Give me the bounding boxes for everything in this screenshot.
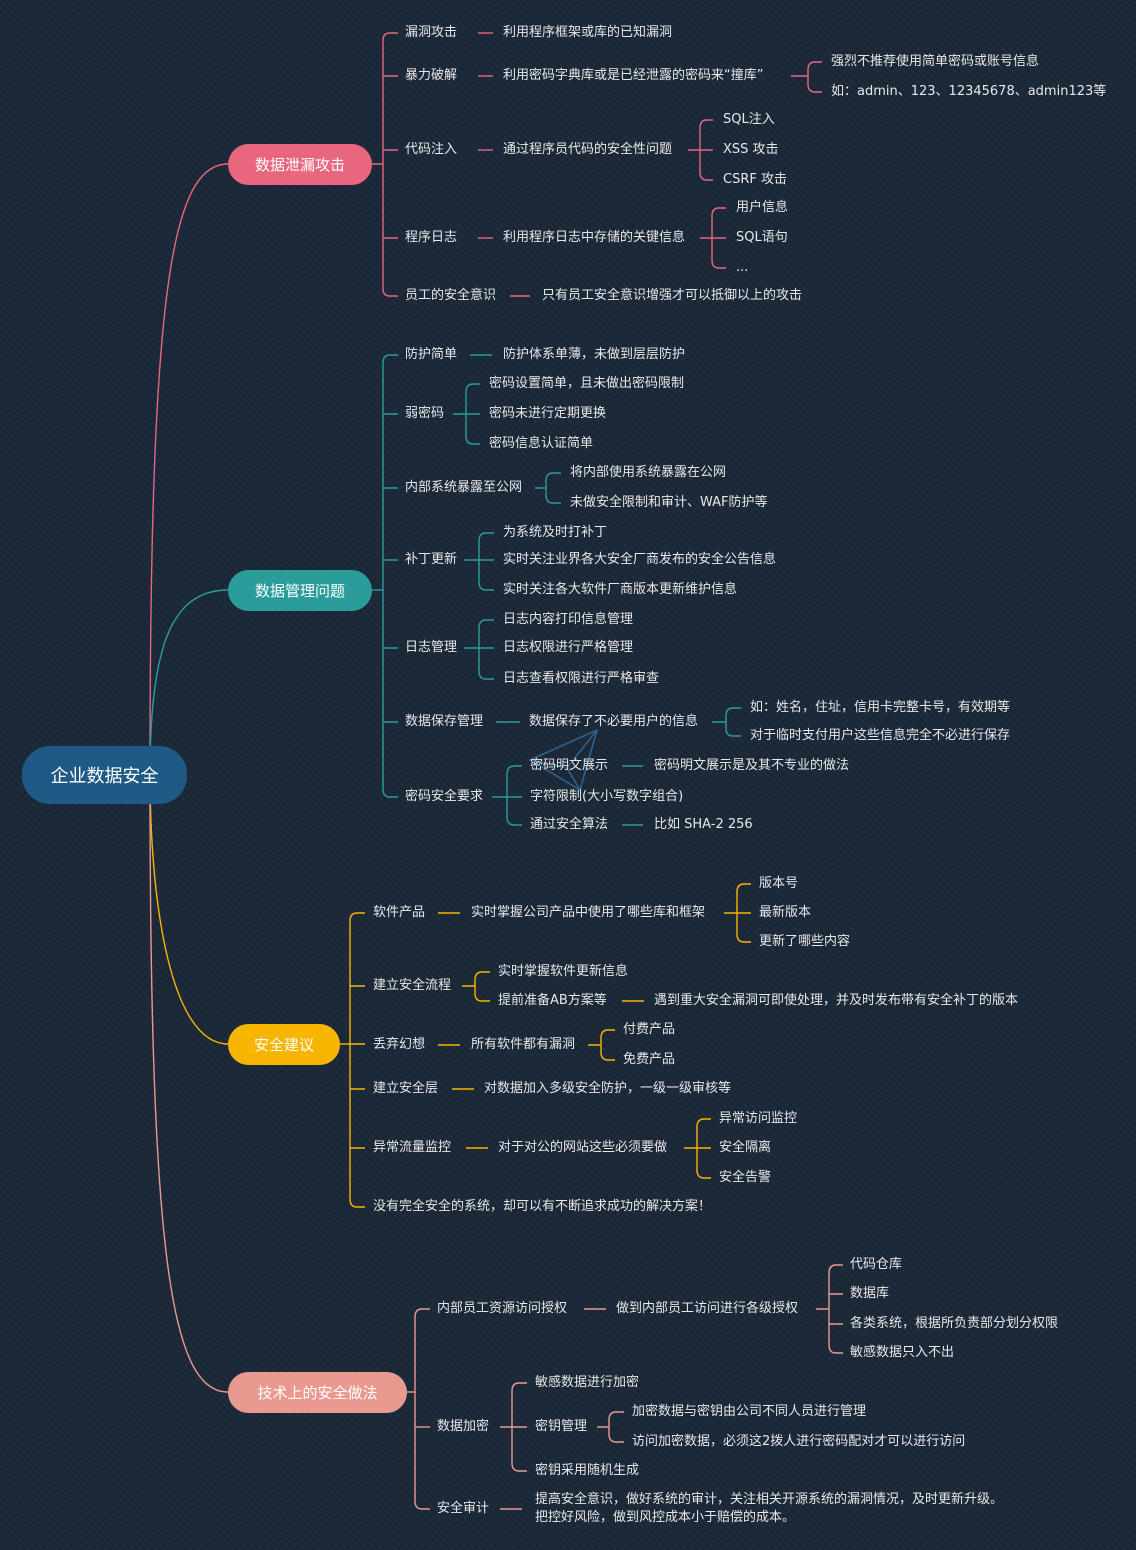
node-advice-note[interactable]: 没有完全安全的系统，却可以有不断追求成功的解决方案！ (373, 1199, 712, 1214)
connector-root-b1 (149, 163, 229, 776)
node-exposed-2[interactable]: 未做安全限制和审计、WAF防护等 (570, 495, 768, 510)
node-brute-detail[interactable]: 利用密码字典库或是已经泄露的密码来“撞库” (503, 68, 764, 83)
node-layer-detail[interactable]: 对数据加入多级安全防护，一级一级审核等 (484, 1081, 732, 1096)
node-weak-2[interactable]: 密码未进行定期更换 (489, 406, 607, 421)
node-soft-changes[interactable]: 更新了哪些内容 (759, 934, 851, 949)
node-save-2[interactable]: 对于临时支付用户这些信息完全不必进行保存 (750, 728, 1011, 743)
node-software-product[interactable]: 软件产品 (373, 905, 426, 920)
node-enc-random-key[interactable]: 密钥采用随机生成 (535, 1463, 640, 1478)
node-drop-illusion[interactable]: 丢弃幻想 (373, 1037, 426, 1052)
node-inject-csrf[interactable]: CSRF 攻击 (723, 172, 787, 187)
node-exposed-system[interactable]: 内部系统暴露至公网 (405, 480, 523, 495)
node-logm-2[interactable]: 日志权限进行严格管理 (503, 640, 634, 655)
branch-data-management[interactable]: 数据管理问题 (228, 570, 372, 611)
node-auth-sensitive[interactable]: 敏感数据只入不出 (850, 1345, 955, 1360)
node-auth-database[interactable]: 数据库 (850, 1286, 890, 1301)
node-traffic-2[interactable]: 安全隔离 (719, 1140, 772, 1155)
node-save-detail[interactable]: 数据保存了不必要用户的信息 (529, 714, 699, 729)
node-program-log[interactable]: 程序日志 (405, 230, 458, 245)
node-security-flow[interactable]: 建立安全流程 (373, 978, 452, 993)
connector-root-b2 (149, 589, 229, 776)
node-exposed-1[interactable]: 将内部使用系统暴露在公网 (570, 465, 727, 480)
node-security-layer[interactable]: 建立安全层 (373, 1081, 439, 1096)
node-auth-code-repo[interactable]: 代码仓库 (850, 1257, 903, 1272)
node-soft-detail[interactable]: 实时掌握公司产品中使用了哪些库和框架 (471, 905, 706, 920)
node-staff-detail[interactable]: 只有员工安全意识增强才可以抵御以上的攻击 (542, 288, 803, 303)
node-log-sql[interactable]: SQL语句 (736, 230, 788, 245)
node-illusion-free[interactable]: 免费产品 (623, 1052, 676, 1067)
node-log-user-info[interactable]: 用户信息 (736, 200, 789, 215)
node-soft-latest[interactable]: 最新版本 (759, 905, 812, 920)
node-audit-detail[interactable]: 提高安全意识，做好系统的审计，关注相关开源系统的漏洞情况，及时更新升级。 把控好… (535, 1492, 1004, 1525)
node-enc-sensitive[interactable]: 敏感数据进行加密 (535, 1375, 640, 1390)
node-patch-3[interactable]: 实时关注各大软件厂商版本更新维护信息 (503, 582, 738, 597)
node-weak-1[interactable]: 密码设置简单，且未做出密码限制 (489, 376, 685, 391)
node-illusion-detail[interactable]: 所有软件都有漏洞 (471, 1037, 576, 1052)
node-brute-child-2[interactable]: 如：admin、123、12345678、admin123等 (831, 84, 1107, 99)
node-inject-sql[interactable]: SQL注入 (723, 112, 775, 127)
node-data-save[interactable]: 数据保存管理 (405, 714, 484, 729)
node-inject-detail[interactable]: 通过程序员代码的安全性问题 (503, 142, 673, 157)
branch-data-leak-attack[interactable]: 数据泄漏攻击 (228, 144, 372, 185)
branch-tech-practices[interactable]: 技术上的安全做法 (228, 1372, 407, 1413)
node-pwd-algorithm-detail[interactable]: 比如 SHA-2 256 (654, 817, 753, 832)
node-weak-3[interactable]: 密码信息认证简单 (489, 436, 594, 451)
node-code-injection[interactable]: 代码注入 (405, 142, 458, 157)
node-flow-2-detail[interactable]: 遇到重大安全漏洞可即使处理，并及时发布带有安全补丁的版本 (654, 993, 1019, 1008)
node-traffic-monitor[interactable]: 异常流量监控 (373, 1140, 452, 1155)
node-inject-xss[interactable]: XSS 攻击 (723, 142, 779, 157)
node-traffic-detail[interactable]: 对于对公的网站这些必须要做 (498, 1140, 668, 1155)
node-auth-detail[interactable]: 做到内部员工访问进行各级授权 (616, 1301, 799, 1316)
node-data-encryption[interactable]: 数据加密 (437, 1419, 490, 1434)
node-log-management[interactable]: 日志管理 (405, 640, 458, 655)
node-logm-3[interactable]: 日志查看权限进行严格审查 (503, 671, 660, 686)
node-pwd-plaintext[interactable]: 密码明文展示 (530, 758, 609, 773)
node-patch-1[interactable]: 为系统及时打补丁 (503, 525, 608, 540)
node-staff-access-auth[interactable]: 内部员工资源访问授权 (437, 1301, 568, 1316)
node-pwd-plaintext-detail[interactable]: 密码明文展示是及其不专业的做法 (654, 758, 850, 773)
connector-root-b3 (149, 774, 229, 1045)
node-patch-update[interactable]: 补丁更新 (405, 552, 458, 567)
node-patch-2[interactable]: 实时关注业界各大安全厂商发布的安全公告信息 (503, 552, 777, 567)
node-weak-password[interactable]: 弱密码 (405, 406, 445, 421)
node-save-1[interactable]: 如：姓名，住址，信用卡完整卡号，有效期等 (750, 700, 1011, 715)
node-enc-key-mgmt[interactable]: 密钥管理 (535, 1419, 588, 1434)
branch-security-advice[interactable]: 安全建议 (228, 1024, 340, 1065)
watermark-plane-icon (528, 728, 599, 792)
node-pwd-char-limit[interactable]: 字符限制(大小写数字组合) (530, 789, 684, 804)
node-brute-child-1[interactable]: 强烈不推荐使用简单密码或账号信息 (831, 54, 1040, 69)
node-brute-force[interactable]: 暴力破解 (405, 68, 458, 83)
node-auth-systems[interactable]: 各类系统，根据所负责部分划分权限 (850, 1316, 1059, 1331)
node-simple-detail[interactable]: 防护体系单薄，未做到层层防护 (503, 347, 686, 362)
node-simple-protection[interactable]: 防护简单 (405, 347, 458, 362)
node-log-more[interactable]: ... (736, 260, 749, 275)
connector-root-b4 (149, 774, 229, 1393)
node-traffic-3[interactable]: 安全告警 (719, 1170, 772, 1185)
node-illusion-paid[interactable]: 付费产品 (623, 1022, 676, 1037)
node-pwd-algorithm[interactable]: 通过安全算法 (530, 817, 609, 832)
root-node[interactable]: 企业数据安全 (22, 746, 187, 804)
node-soft-version[interactable]: 版本号 (759, 876, 799, 891)
node-flow-2[interactable]: 提前准备AB方案等 (498, 993, 607, 1008)
node-enc-key-mgmt-2[interactable]: 访问加密数据，必须这2拨人进行密码配对才可以进行访问 (632, 1434, 966, 1449)
node-vuln-detail[interactable]: 利用程序框架或库的已知漏洞 (503, 25, 673, 40)
node-enc-key-mgmt-1[interactable]: 加密数据与密钥由公司不同人员进行管理 (632, 1404, 867, 1419)
node-log-detail[interactable]: 利用程序日志中存储的关键信息 (503, 230, 686, 245)
node-staff-awareness[interactable]: 员工的安全意识 (405, 288, 497, 303)
node-security-audit[interactable]: 安全审计 (437, 1501, 490, 1516)
node-logm-1[interactable]: 日志内容打印信息管理 (503, 612, 634, 627)
node-vuln-attack[interactable]: 漏洞攻击 (405, 25, 458, 40)
node-traffic-1[interactable]: 异常访问监控 (719, 1111, 798, 1126)
node-password-security[interactable]: 密码安全要求 (405, 789, 484, 804)
node-flow-1[interactable]: 实时掌握软件更新信息 (498, 964, 629, 979)
